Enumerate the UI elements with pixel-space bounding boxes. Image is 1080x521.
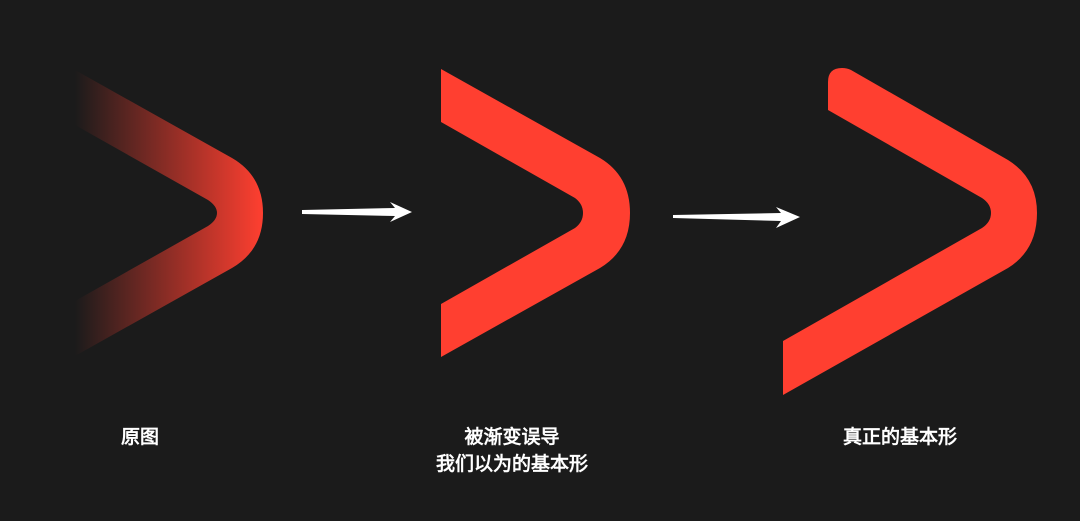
arrow-1 <box>302 202 412 222</box>
caption-misled: 被渐变误导 我们以为的基本形 <box>436 424 588 478</box>
caption-misled-line1: 被渐变误导 <box>464 426 560 448</box>
misled-chevron <box>441 69 630 357</box>
caption-true-shape: 真正的基本形 <box>842 426 958 448</box>
original-gradient-chevron <box>75 70 263 356</box>
caption-original: 原图 <box>120 426 160 448</box>
caption-misled-line2: 我们以为的基本形 <box>435 453 589 475</box>
arrow-2 <box>673 207 800 228</box>
true-chevron <box>783 68 1037 395</box>
